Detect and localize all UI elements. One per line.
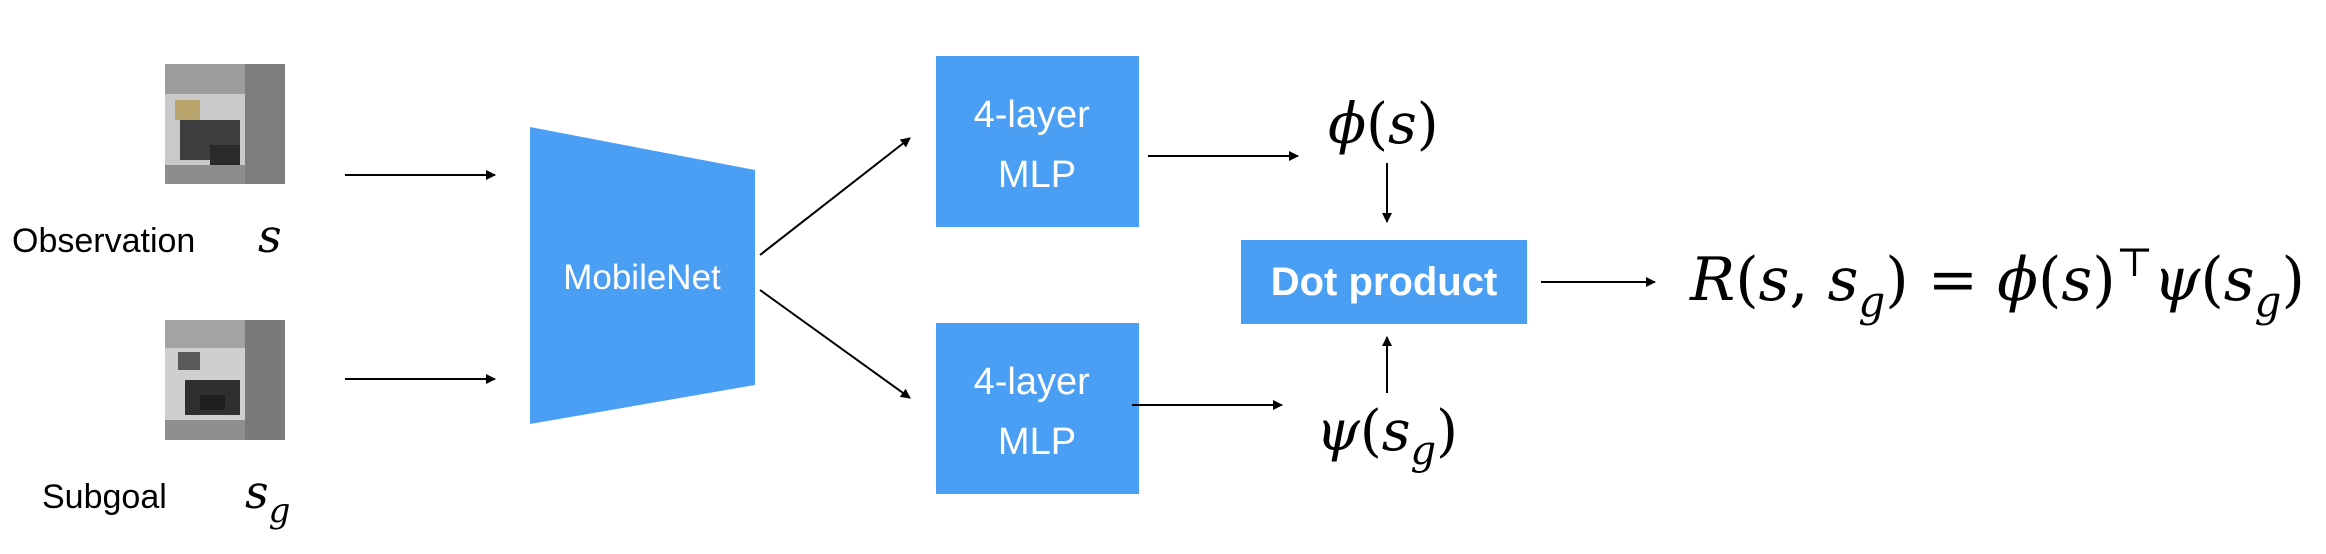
subgoal-label: Subgoal xyxy=(42,478,167,516)
subgoal-symbol: sg xyxy=(245,465,290,531)
subgoal-image xyxy=(165,320,285,440)
encoder-label: MobileNet xyxy=(563,258,721,297)
reward-equation: R(s, sg) = ϕ(s)⊤ψ(sg) xyxy=(1689,240,2305,326)
dot-product-label: Dot product xyxy=(1271,260,1498,304)
observation-label: Observation xyxy=(12,222,195,260)
arrow-encoder-to-mlp-bottom xyxy=(759,289,911,399)
mlp-bottom-block xyxy=(936,323,1139,494)
arrow-encoder-to-mlp-top xyxy=(759,137,911,256)
phi-output: ϕ(s) xyxy=(1328,92,1439,157)
mlp-bottom-label: 4-layer MLP xyxy=(974,361,1101,463)
mlp-top-block xyxy=(936,56,1139,227)
observation-symbol: s xyxy=(258,209,282,263)
psi-output: ψ(sg) xyxy=(1316,399,1458,474)
dot-product-block xyxy=(1241,240,1527,324)
encoder-block xyxy=(530,127,755,424)
observation-image xyxy=(165,64,285,184)
mlp-top-label: 4-layer MLP xyxy=(974,94,1101,196)
